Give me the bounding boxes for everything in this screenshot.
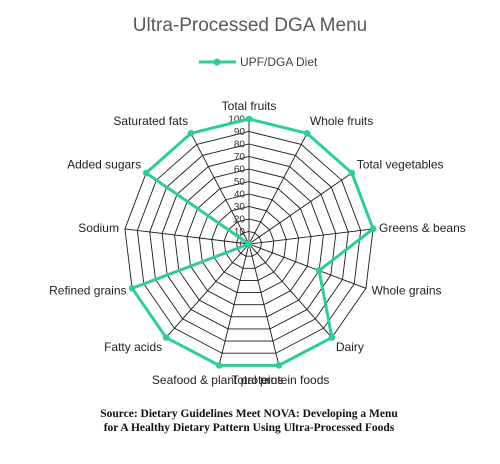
spoke-sodium [124,228,250,245]
spoke-dairy [248,243,333,338]
legend-entry-upf-dga-diet: UPF/DGA Diet [240,55,318,69]
axis-label-total-vegetables: Total vegetables [357,158,444,172]
tick-label-90: 90 [234,127,246,138]
data-point-total-vegetables [348,169,356,177]
tick-label-10: 10 [234,227,246,238]
data-point-total-protein-foods [275,362,283,369]
series-layer [128,115,377,369]
grid-ring-20 [223,218,275,269]
axis-label-whole-fruits: Whole fruits [310,114,373,128]
axis-label-dairy: Dairy [336,340,364,354]
grid-ring-40 [198,193,300,293]
source-line-2: for A Healthy Dietary Pattern Using Ultr… [104,422,395,434]
grid-ring-70 [161,156,337,330]
tick-label-80: 80 [234,140,246,151]
axis-label-seafood-plant-proteins: Seafood & plant proteins [152,373,283,387]
axis-label-greens-beans: Greens & beans [379,221,466,235]
spoke-seafood-plant-proteins [218,243,250,366]
data-point-saturated-fats [187,130,195,137]
tick-label-100: 100 [228,115,245,126]
legend: UPF/DGA Diet [199,55,318,69]
tick-label-50: 50 [234,177,246,188]
axis-label-added-sugars: Added sugars [67,158,141,172]
grid-ring-30 [211,206,287,281]
spoke-total-vegetables [248,172,353,245]
tick-label-40: 40 [234,190,246,201]
grid-ring-60 [174,168,324,318]
axis-label-saturated-fats: Saturated fats [113,114,188,128]
axis-label-total-protein-foods: Total protein foods [231,373,329,387]
data-point-dairy [328,334,336,341]
data-point-sodium [245,240,253,248]
tick-label-30: 30 [234,202,246,213]
spoke-whole-fruits [248,133,308,245]
data-point-fatty-acids [162,334,170,341]
tick-label-70: 70 [234,152,246,163]
axis-label-total-fruits: Total fruits [222,99,277,113]
spoke-total-protein-foods [248,243,280,366]
axis-label-whole-grains: Whole grains [371,283,441,297]
data-point-whole-fruits [303,130,311,137]
source-line-1: Source: Dietary Guidelines Meet NOVA: De… [100,408,398,420]
grid-ring-80 [149,143,349,342]
series-line-upf-dga-diet [130,117,375,367]
tick-label-60: 60 [234,165,246,176]
axis-label-fatty-acids: Fatty acids [104,340,162,354]
legend-swatch-marker [213,58,221,66]
tick-label-20: 20 [234,215,246,226]
chart-title: Ultra-Processed DGA Menu [133,15,367,36]
spoke-greens-beans [248,228,374,245]
data-point-greens-beans [369,225,377,233]
data-point-seafood-plant-proteins [215,362,223,369]
spoke-fatty-acids [165,243,250,338]
spoke-whole-grains [248,243,367,289]
data-point-refined-grains [128,285,136,292]
data-point-whole-grains [315,267,323,274]
data-point-added-sugars [142,169,150,177]
data-point-total-fruits [245,115,253,123]
axis-label-refined-grains: Refined grains [49,283,126,297]
grid-ring-50 [186,181,312,306]
axis-label-sodium: Sodium [78,221,119,235]
spoke-saturated-fats [190,133,250,245]
grid-ring-90 [136,131,362,354]
